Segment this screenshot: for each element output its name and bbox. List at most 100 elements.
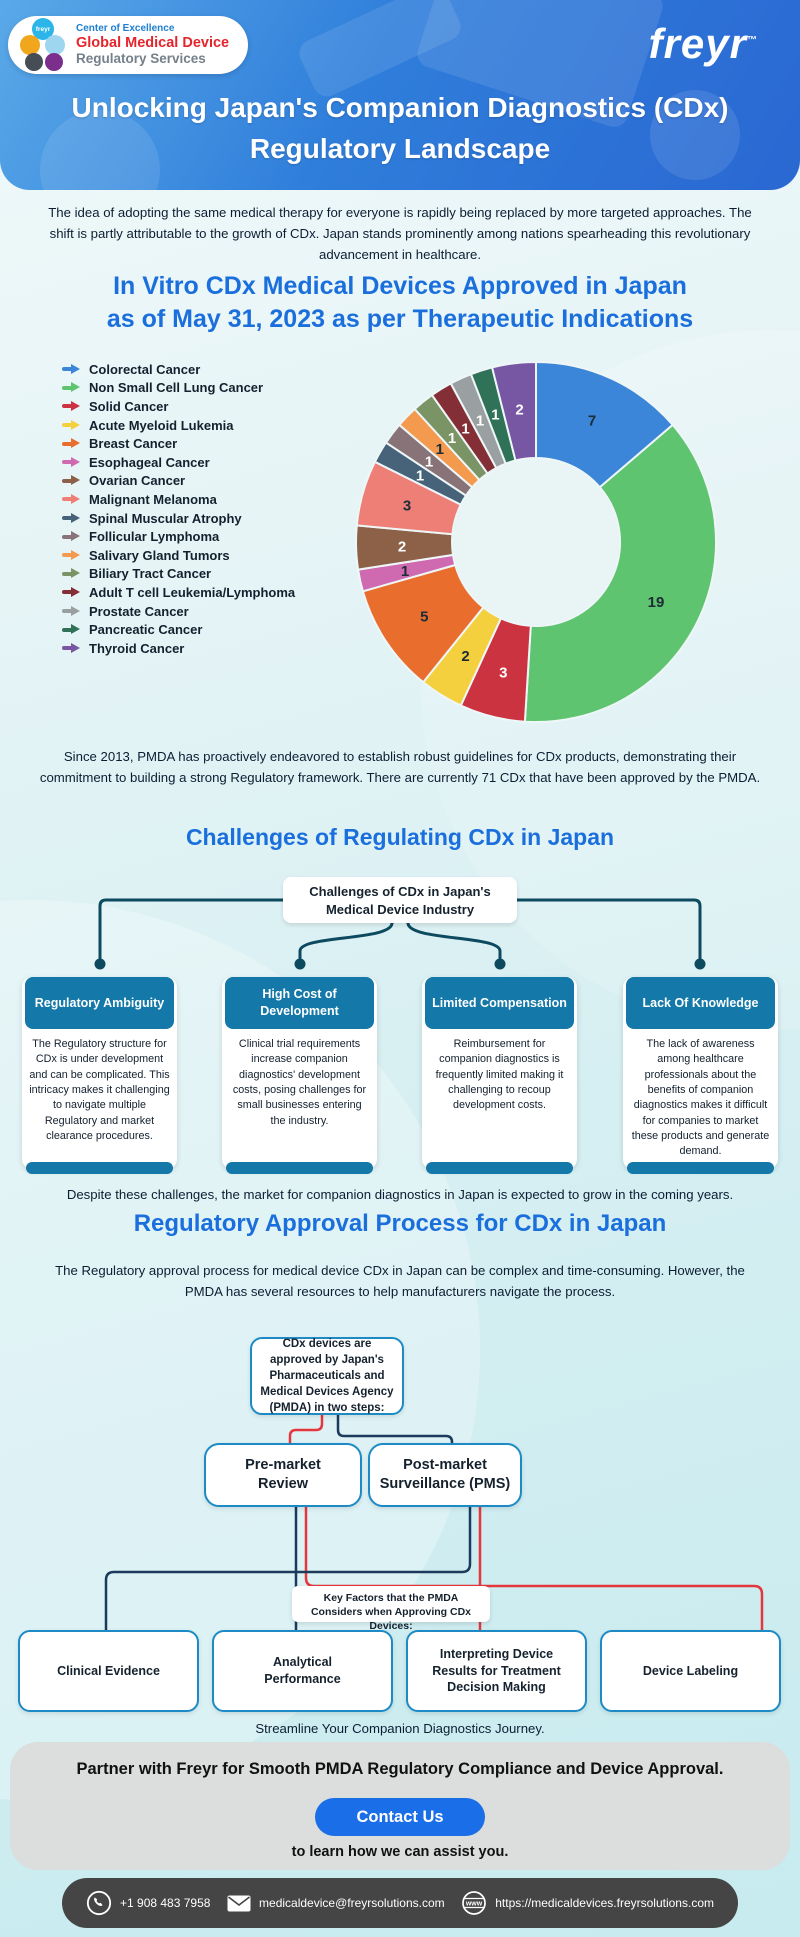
freyr-brand-logo: freyr™ — [648, 20, 758, 67]
phone-icon — [86, 1890, 112, 1916]
legend-item-label: Pancreatic Cancer — [89, 622, 203, 638]
legend-item: Ovarian Cancer — [62, 472, 295, 491]
slice-value-label: 3 — [499, 664, 507, 681]
slice-value-label: 3 — [403, 498, 411, 515]
legend-arrow-icon — [62, 586, 81, 598]
factor-clinical-evidence-box: Clinical Evidence — [18, 1630, 199, 1712]
legend-item-label: Prostate Cancer — [89, 603, 189, 619]
chart-heading-line2: as of May 31, 2023 as per Therapeutic In… — [106, 304, 694, 333]
challenge-card-title: High Cost of Development — [225, 977, 374, 1029]
badge-center-of-excellence: Center of Excellence — [76, 23, 175, 35]
pmda-root-box: CDx devices are approved by Japan's Phar… — [250, 1337, 404, 1415]
legend-arrow-icon — [62, 363, 81, 375]
slice-value-label: 1 — [476, 413, 484, 430]
legend-item-label: Ovarian Cancer — [89, 473, 186, 489]
footer-email[interactable]: medicaldevice@freyrsolutions.com — [227, 1895, 445, 1912]
key-factors-text: Key Factors that the PMDA Considers when… — [310, 1592, 472, 1633]
factor-interpreting-results-box: Interpreting Device Results for Treatmen… — [406, 1630, 587, 1712]
challenge-card-body: The Regulatory structure for CDx is unde… — [29, 1038, 170, 1142]
chart-heading-line1: In Vitro CDx Medical Devices Approved in… — [113, 272, 687, 300]
slice-value-label: 5 — [420, 608, 428, 625]
legend-item-label: Adult T cell Leukemia/Lymphoma — [89, 584, 296, 600]
legend-item-label: Follicular Lymphoma — [89, 529, 220, 545]
footer-website[interactable]: www https://medicaldevices.freyrsolution… — [461, 1890, 714, 1916]
logo-circle — [45, 53, 63, 71]
donut-slice — [490, 360, 537, 462]
slice-value-label: 1 — [401, 563, 409, 580]
legend-arrow-icon — [62, 624, 81, 635]
legend-item: Thyroid Cancer — [62, 639, 295, 658]
freyr-coe-badge: freyr Center of Excellence Global Medica… — [8, 16, 248, 74]
legend-item: Malignant Melanoma — [62, 490, 295, 509]
legend-arrow-icon — [62, 512, 81, 524]
challenge-card-lack-of-knowledge: Lack Of Knowledge The lack of awareness … — [623, 977, 778, 1174]
challenge-card-regulatory-ambiguity: Regulatory Ambiguity The Regulatory stru… — [22, 977, 177, 1174]
trademark-symbol: ™ — [747, 35, 758, 46]
legend-item: Biliary Tract Cancer — [62, 565, 295, 584]
slice-value-label: 1 — [436, 441, 444, 458]
challenge-card-high-cost: High Cost of Development Clinical trial … — [222, 977, 377, 1174]
legend-item: Follicular Lymphoma — [62, 527, 295, 546]
challenges-heading: Challenges of Regulating CDx in Japan — [185, 824, 615, 850]
legend-item: Acute Myeloid Lukemia — [62, 416, 295, 435]
approval-flowchart: CDx devices are approved by Japan's Phar… — [0, 1330, 800, 1725]
slice-value-label: 2 — [461, 648, 469, 665]
legend-item: Colorectal Cancer — [62, 360, 295, 379]
chart-section-heading: In Vitro CDx Medical Devices Approved in… — [0, 270, 800, 335]
streamline-text: Streamline Your Companion Diagnostics Jo… — [255, 1721, 545, 1736]
challenge-card-title: Limited Compensation — [425, 977, 574, 1029]
despite-note: Despite these challenges, the market for… — [66, 1187, 734, 1202]
legend-item: Spinal Muscular Atrophy — [62, 509, 295, 528]
cta-partner-text: Partner with Freyr for Smooth PMDA Regul… — [76, 1760, 724, 1778]
legend-item-label: Non Small Cell Lung Cancer — [89, 380, 264, 396]
freyr-logo-icon: freyr — [18, 18, 68, 72]
challenges-root-line2: Medical Device Industry — [325, 901, 475, 917]
page-title-line1: Unlocking Japan's Companion Diagnostics … — [71, 92, 729, 123]
badge-global-medical-device: Global Medical Device — [76, 34, 230, 51]
legend-arrow-icon — [62, 531, 81, 542]
legend-item-label: Thyroid Cancer — [89, 640, 185, 656]
legend-arrow-icon — [62, 475, 81, 486]
slice-value-label: 1 — [448, 430, 456, 447]
factor-device-labeling-box: Device Labeling — [600, 1630, 781, 1712]
slice-value-label: 1 — [491, 407, 499, 424]
legend-arrow-icon — [62, 438, 81, 449]
contact-us-button[interactable]: Contact Us — [315, 1798, 485, 1836]
legend-item-label: Salivary Gland Tumors — [89, 547, 230, 563]
www-globe-icon: www — [461, 1890, 487, 1916]
footer-email-text: medicaldevice@freyrsolutions.com — [259, 1896, 445, 1910]
approval-intro: The Regulatory approval process for medi… — [55, 1263, 745, 1300]
legend-arrow-icon — [62, 456, 81, 468]
legend-item-label: Colorectal Cancer — [89, 361, 201, 377]
slice-value-label: 1 — [416, 467, 424, 484]
challenges-connectors — [94, 898, 706, 970]
logo-circle — [25, 53, 43, 71]
legend-item: Salivary Gland Tumors — [62, 546, 295, 565]
intro-paragraph: The idea of adopting the same medical th… — [48, 205, 752, 263]
post-market-surveillance-box: Post-market Surveillance (PMS) — [368, 1443, 522, 1507]
legend-item-label: Spinal Muscular Atrophy — [89, 510, 242, 526]
legend-arrow-icon — [62, 549, 81, 561]
slice-value-label: 19 — [648, 594, 665, 611]
svg-text:www: www — [465, 1901, 483, 1908]
challenges-flowchart: Challenges of CDx in Japan's Medical Dev… — [0, 873, 800, 1175]
footer-contact-bar: +1 908 483 7958 medicaldevice@freyrsolut… — [62, 1878, 738, 1928]
factor-analytical-performance-box: Analytical Performance — [212, 1630, 393, 1712]
slice-value-label: 1 — [461, 420, 469, 437]
challenge-card-title: Regulatory Ambiguity — [25, 977, 174, 1029]
footer-phone[interactable]: +1 908 483 7958 — [86, 1890, 210, 1916]
legend-arrow-icon — [62, 493, 81, 505]
since-2013-note: Since 2013, PMDA has proactively endeavo… — [39, 749, 761, 786]
donut-slice — [523, 423, 717, 724]
slice-value-label: 2 — [515, 401, 523, 418]
legend-item-label: Acute Myeloid Lukemia — [89, 417, 234, 433]
donut-hole — [454, 460, 618, 624]
legend-item: Prostate Cancer — [62, 602, 295, 621]
pre-market-review-box: Pre-market Review — [204, 1443, 362, 1507]
legend-arrow-icon — [62, 605, 81, 617]
header-banner: freyr Center of Excellence Global Medica… — [0, 0, 800, 190]
legend-item-label: Malignant Melanoma — [89, 491, 217, 507]
